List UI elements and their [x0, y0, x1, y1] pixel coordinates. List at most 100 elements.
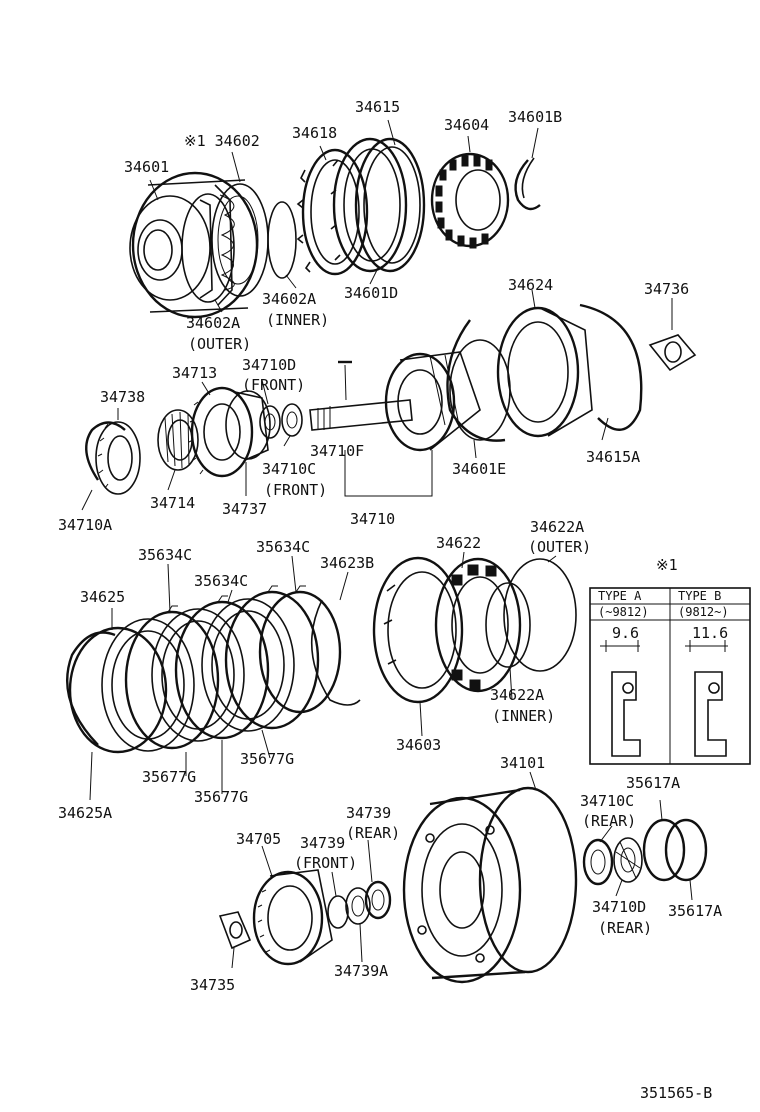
label-34623B: 34623B: [320, 554, 374, 572]
label-34622A-inner: 34622A: [490, 686, 544, 704]
label-34710C-rear-note: (REAR): [582, 812, 636, 830]
label-34603: 34603: [396, 736, 441, 754]
label-34710C-rear: 34710C: [580, 792, 634, 810]
figure-code: 351565-B: [640, 1084, 712, 1102]
label-34625A: 34625A: [58, 804, 112, 822]
label-34601B: 34601B: [508, 108, 562, 126]
part-34601B-snap-ring: [514, 157, 541, 211]
part-34738-snap-ring: [85, 421, 126, 481]
part-34739-front-washer: [327, 895, 349, 929]
label-34604: 34604: [444, 116, 489, 134]
inset-type-a-dim: 9.6: [612, 624, 639, 642]
label-34739-front-note: (FRONT): [294, 854, 357, 872]
label-34602A-outer-note: (OUTER): [188, 335, 251, 353]
part-34601-drum: [129, 171, 259, 319]
label-34602A-outer: 34602A: [186, 314, 240, 332]
part-34601D-ring: [354, 137, 426, 273]
inset-type-a: TYPE A: [598, 589, 642, 603]
part-34737-hub: [225, 390, 271, 461]
part-34601E-ring-gear: [446, 319, 511, 442]
label-34710D-rear-note: (REAR): [598, 919, 652, 937]
label-35634C-1: 35634C: [138, 546, 192, 564]
part-34710C-rear-race: [582, 838, 614, 886]
label-34710D-front-note: (FRONT): [242, 376, 305, 394]
inset-type-detail: [589, 587, 751, 765]
label-34739-front: 34739: [300, 834, 345, 852]
part-34710D-front-bearing: [259, 405, 281, 439]
label-34622A-inner-note: (INNER): [492, 707, 555, 725]
label-34601E: 34601E: [452, 460, 506, 478]
part-34622-drum: [434, 557, 522, 693]
label-34622A-outer: 34622A: [530, 518, 584, 536]
part-34101-case: [402, 786, 578, 984]
label-34624: 34624: [508, 276, 553, 294]
label-34739-rear: 34739: [346, 804, 391, 822]
label-34710: 34710: [350, 510, 395, 528]
inset-type-b-range: (9812~): [678, 605, 729, 619]
label-34710C-front-note: (FRONT): [264, 481, 327, 499]
label-34738: 34738: [100, 388, 145, 406]
label-35617A-bottom: 35617A: [668, 902, 722, 920]
part-34710C-front-race: [281, 403, 303, 437]
part-35634C-plates: [124, 585, 342, 750]
part-34615A-snap-ring: [579, 303, 643, 431]
label-34618: 34618: [292, 124, 337, 142]
leader-lines-middle: [89, 551, 557, 801]
part-34625-snap-ring: [65, 631, 116, 746]
label-34601: 34601: [124, 158, 169, 176]
label-34736: 34736: [644, 280, 689, 298]
part-34735-washer: [218, 911, 252, 950]
part-34602A-inner: [267, 201, 297, 279]
inset-type-b-dim: 11.6: [692, 624, 728, 642]
part-labels: 34615 ※1 34602 34618 34604 34601B 34601 …: [58, 98, 729, 1102]
part-34615-plate: [330, 137, 408, 273]
label-34713: 34713: [172, 364, 217, 382]
label-34705: 34705: [236, 830, 281, 848]
part-34622A-inner: [485, 582, 531, 668]
part-34604-oneway-clutch: [430, 152, 510, 249]
part-34739A-bearing: [345, 887, 371, 925]
label-34710D-front: 34710D: [242, 356, 296, 374]
label-34739A: 34739A: [334, 962, 388, 980]
part-34622A-outer: [503, 558, 577, 672]
part-34618-plate: [296, 148, 369, 276]
label-34710F: 34710F: [310, 442, 364, 460]
leader-lines-lower: [231, 771, 693, 969]
label-34602A-inner: 34602A: [262, 290, 316, 308]
part-34603-piston: [372, 556, 464, 704]
label-34622: 34622: [436, 534, 481, 552]
label-34602A-inner-note: (INNER): [266, 311, 329, 329]
leader-lines-upper: [81, 119, 673, 511]
label-35677G-2: 35677G: [142, 768, 196, 786]
part-34710A-gear: [95, 421, 141, 495]
label-34615: 34615: [355, 98, 400, 116]
label-34101: 34101: [500, 754, 545, 772]
label-34739-rear-note: (REAR): [346, 824, 400, 842]
label-34710C-front: 34710C: [262, 460, 316, 478]
label-34622A-outer-note: (OUTER): [528, 538, 591, 556]
part-34623B-snap-ring: [310, 599, 361, 706]
label-35634C-2: 35634C: [256, 538, 310, 556]
part-34624-drum: [496, 306, 593, 438]
part-34736-washer: [648, 334, 697, 372]
part-34710-carrier: [384, 351, 481, 452]
part-34705-sun-gear: [252, 869, 333, 966]
part-34710-shaft: [309, 399, 413, 431]
label-35634C-3: 35634C: [194, 572, 248, 590]
label-34710A: 34710A: [58, 516, 112, 534]
label-35617A-top: 35617A: [626, 774, 680, 792]
label-35677G-3: 35677G: [194, 788, 248, 806]
label-34735: 34735: [190, 976, 235, 994]
label-34710D-rear: 34710D: [592, 898, 646, 916]
part-34739-rear-race: [364, 880, 392, 920]
part-35677G-plates: [101, 598, 295, 752]
part-34710D-rear-bearing: [613, 837, 643, 883]
label-34602: ※1 34602: [184, 132, 260, 150]
inset-marker: ※1: [656, 556, 678, 574]
label-34601D: 34601D: [344, 284, 398, 302]
label-34737: 34737: [222, 500, 267, 518]
label-35677G-1: 35677G: [240, 750, 294, 768]
label-34714: 34714: [150, 494, 195, 512]
